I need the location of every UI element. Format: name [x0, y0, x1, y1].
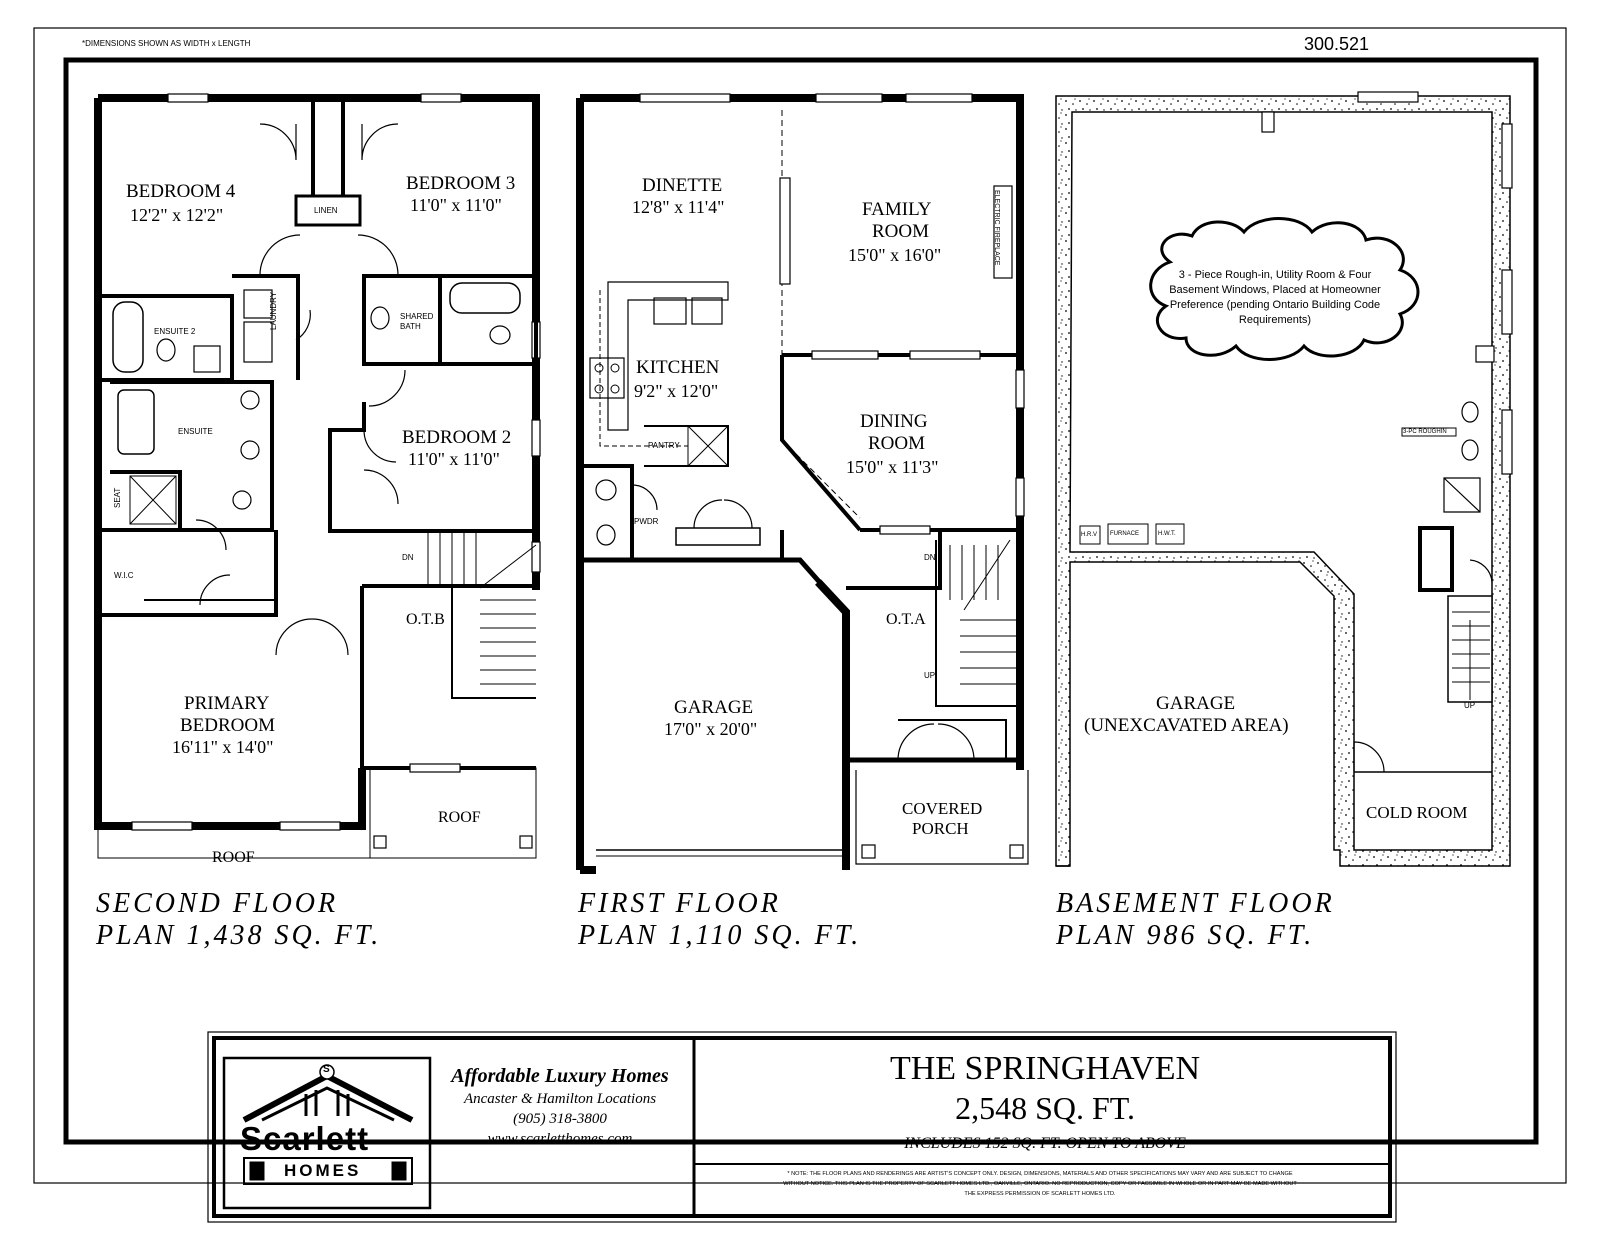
second-floor-plan	[94, 93, 541, 859]
ota-label: O.T.A	[886, 611, 926, 628]
seat-label: SEAT	[113, 487, 122, 508]
outer-border	[33, 27, 1567, 1184]
stair-down-label-first: DN	[924, 553, 936, 562]
basement-floor-plan	[1055, 91, 1513, 867]
bedroom2-label: BEDROOM 2	[402, 427, 512, 448]
cold-room-label: COLD ROOM	[1366, 803, 1468, 822]
logo-name: Scarlett	[240, 1120, 370, 1157]
first-floor-plan	[576, 93, 1029, 874]
ensuite-label: ENSUITE	[178, 427, 213, 436]
family-dim: 15'0" x 16'0"	[848, 245, 942, 265]
rough-in-label: 3-PC ROUGHIN	[1403, 429, 1447, 435]
logo-sub: HOMES	[284, 1161, 362, 1180]
furnace-label: FURNACE	[1110, 531, 1140, 537]
basement-garage-label-2: (UNEXCAVATED AREA)	[1084, 715, 1289, 736]
model-name: THE SPRINGHAVEN	[889, 1050, 1201, 1087]
roof-right-label: ROOF	[438, 809, 481, 826]
website: www.scarletthomes.com	[487, 1131, 633, 1147]
title-block	[207, 1031, 1397, 1223]
second-floor-caption-1: SECOND FLOOR	[96, 888, 339, 919]
first-floor-caption-1: FIRST FLOOR	[578, 888, 781, 919]
garage-dim: 17'0" x 20'0"	[664, 719, 758, 739]
plan-code: 300.521	[1304, 34, 1370, 54]
dimension-note: *DIMENSIONS SHOWN AS WIDTH x LENGTH	[82, 39, 251, 48]
dining-label-1: DINING	[860, 411, 928, 432]
fireplace-label: ELECTRIC FIREPLACE	[993, 190, 1000, 266]
phone: (905) 318-3800	[513, 1111, 607, 1127]
cloud-note: 3 - Piece Rough-in, Utility Room & Four …	[1169, 269, 1381, 326]
total-area: 2,548 SQ. FT.	[955, 1090, 1135, 1126]
cloud-callout	[1149, 217, 1420, 361]
laundry-label: LAUNDRY	[269, 291, 278, 330]
dinette-label: DINETTE	[642, 175, 723, 196]
basement-caption-2: PLAN 986 SQ. FT.	[1056, 920, 1315, 951]
pantry-label: PANTRY	[648, 441, 680, 450]
linen-label: LINEN	[314, 206, 338, 215]
disclaimer-line-2: WITHOUT NOTICE. THIS PLAN IS THE PROPERT…	[783, 1181, 1297, 1187]
kitchen-dim: 9'2" x 12'0"	[634, 381, 719, 401]
basement-caption-1: BASEMENT FLOOR	[1056, 888, 1335, 919]
inner-border	[63, 57, 1539, 1145]
kitchen-label: KITCHEN	[636, 357, 720, 378]
dining-label-2: ROOM	[868, 433, 926, 454]
tagline: Affordable Luxury Homes	[451, 1065, 669, 1087]
porch-label-1: COVERED	[902, 799, 983, 818]
primary-label-1: PRIMARY	[184, 693, 270, 714]
stair-up-label-first: UP	[924, 671, 936, 680]
stair-down-label: DN	[402, 553, 414, 562]
wic-label: W.I.C	[114, 571, 134, 580]
bedroom4-dim: 12'2" x 12'2"	[130, 205, 224, 225]
otb-label: O.T.B	[406, 611, 445, 628]
disclaimer-line-3: THE EXPRESS PERMISSION OF SCARLETT HOMES…	[964, 1191, 1116, 1197]
bedroom3-label: BEDROOM 3	[406, 173, 516, 194]
ensuite2-label: ENSUITE 2	[154, 327, 196, 336]
disclaimer-line-1: * NOTE: THE FLOOR PLANS AND RENDERINGS A…	[787, 1171, 1293, 1177]
hwt-label: H.W.T.	[1158, 531, 1176, 537]
open-above-note: INCLUDES 152 SQ. FT. OPEN TO ABOVE	[904, 1135, 1186, 1152]
bedroom3-dim: 11'0" x 11'0"	[410, 195, 502, 215]
roof-bottom-label: ROOF	[212, 849, 255, 866]
dinette-dim: 12'8" x 11'4"	[632, 197, 725, 217]
first-floor-caption-2: PLAN 1,110 SQ. FT.	[578, 920, 862, 951]
shared-bath-label: SHARED BATH	[400, 312, 434, 331]
basement-garage-label-1: GARAGE	[1156, 693, 1236, 714]
powder-label: PWDR	[634, 517, 659, 526]
primary-label-2: BEDROOM	[180, 715, 276, 736]
bedroom4-label: BEDROOM 4	[126, 181, 236, 202]
second-floor-caption-2: PLAN 1,438 SQ. FT.	[96, 920, 382, 951]
hrv-label: H.R.V	[1081, 532, 1098, 538]
porch-label-2: PORCH	[912, 819, 969, 838]
dining-dim: 15'0" x 11'3"	[846, 457, 939, 477]
bedroom2-dim: 11'0" x 11'0"	[408, 449, 500, 469]
garage-label: GARAGE	[674, 697, 754, 718]
family-label-2: ROOM	[872, 221, 930, 242]
family-label-1: FAMILY	[862, 199, 932, 220]
logo-letter: S	[323, 1064, 330, 1075]
locations: Ancaster & Hamilton Locations	[463, 1091, 657, 1107]
stair-up-label-basement: UP	[1464, 701, 1476, 710]
primary-dim: 16'11" x 14'0"	[172, 737, 274, 757]
